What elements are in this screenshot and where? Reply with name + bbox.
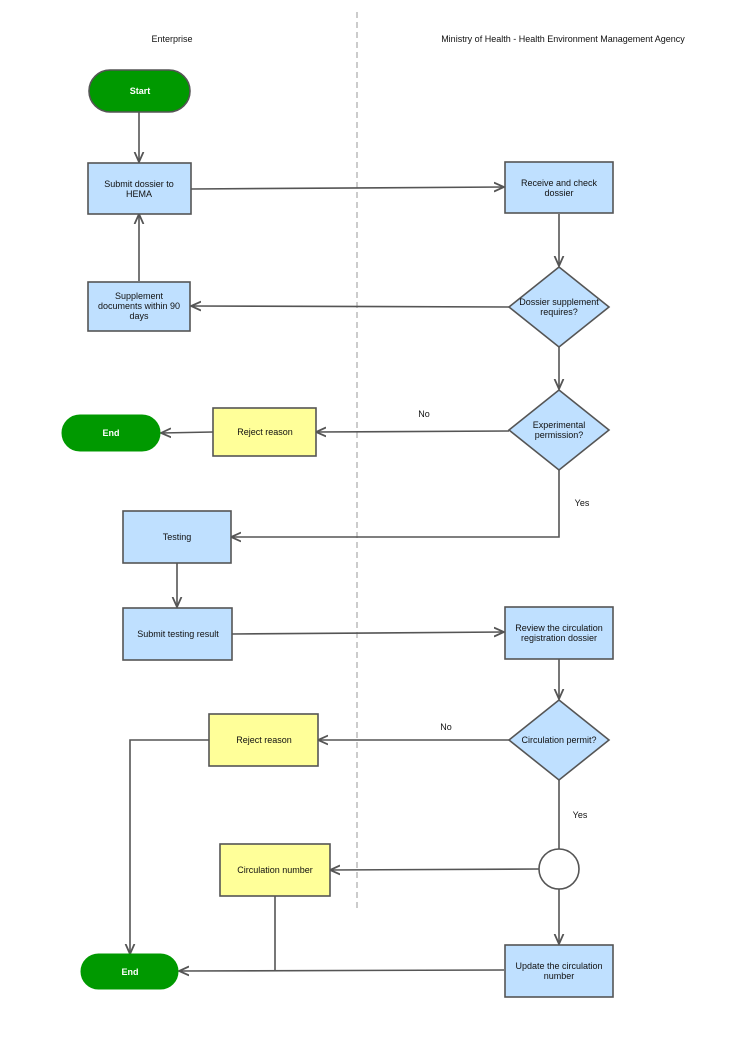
experimental-decision-label-line-2: permission? xyxy=(535,430,584,440)
supplement-decision-label-line-2: requires? xyxy=(540,307,578,317)
start-node: Start xyxy=(88,69,191,113)
end-node: End xyxy=(61,414,161,452)
testing-node: Testing xyxy=(122,510,232,564)
edge-reject-to-end-2 xyxy=(130,739,209,954)
edge-update-to-end-2 xyxy=(179,970,505,971)
end-node: End xyxy=(80,953,179,990)
edge-label-no: No xyxy=(418,409,430,419)
circulation-number-node: Circulation number xyxy=(219,843,331,897)
supplement-decision-label-line-1: Dossier supplement xyxy=(519,297,599,307)
reject-reason-label: Reject reason xyxy=(237,427,293,437)
edge-label-yes: Yes xyxy=(575,498,590,508)
review-dossier-node: Review the circulation registration doss… xyxy=(504,606,614,660)
submit-dossier-label-line-1: Submit dossier to xyxy=(104,179,174,189)
edge-junction-to-circulation-number xyxy=(330,869,540,870)
receive-check-node: Receive and check dossier xyxy=(504,161,614,214)
end-node-label: End xyxy=(122,967,139,977)
update-number-label-line-2: number xyxy=(544,971,575,981)
reject-reason-label: Reject reason xyxy=(236,735,292,745)
update-number-label-line-1: Update the circulation xyxy=(515,961,602,971)
circulation-decision-node: Circulation permit? xyxy=(507,698,611,782)
start-node-label: Start xyxy=(130,86,151,96)
receive-check-label-line-2: dossier xyxy=(544,188,573,198)
edge-supplement-decision-to-docs xyxy=(191,306,510,307)
lane-header-agency: Ministry of Health - Health Environment … xyxy=(441,34,685,44)
update-number-node: Update the circulation number xyxy=(504,944,614,998)
supplement-docs-label-line-3: days xyxy=(129,311,149,321)
reject-reason-node: Reject reason xyxy=(212,407,317,457)
supplement-decision-node: Dossier supplement requires? xyxy=(507,265,611,349)
edge-reject-to-end xyxy=(161,432,214,433)
edge-experimental-no-to-reject xyxy=(316,431,510,432)
supplement-docs-node: Supplement documents within 90 days xyxy=(87,281,191,332)
edge-submit-result-to-review xyxy=(231,632,504,634)
junction-node xyxy=(538,848,580,890)
experimental-decision-node: Experimental permission? xyxy=(507,388,611,472)
edge-label-no: No xyxy=(440,722,452,732)
edge-label-yes: Yes xyxy=(573,810,588,820)
testing-label: Testing xyxy=(163,532,192,542)
end-node-label: End xyxy=(103,428,120,438)
edge-submit-to-receive xyxy=(190,187,504,189)
reject-reason-node: Reject reason xyxy=(208,713,319,767)
submit-testing-label: Submit testing result xyxy=(137,629,219,639)
experimental-decision-label-line-1: Experimental xyxy=(533,420,586,430)
submit-dossier-label-line-2: HEMA xyxy=(126,189,152,199)
supplement-docs-label-line-1: Supplement xyxy=(115,291,164,301)
receive-check-label-line-1: Receive and check xyxy=(521,178,598,188)
circulation-number-label: Circulation number xyxy=(237,865,313,875)
circulation-decision-label: Circulation permit? xyxy=(521,735,596,745)
supplement-docs-label-line-2: documents within 90 xyxy=(98,301,180,311)
lane-header-enterprise: Enterprise xyxy=(151,34,192,44)
review-dossier-label-line-2: registration dossier xyxy=(521,633,597,643)
submit-dossier-node: Submit dossier to HEMA xyxy=(87,162,192,215)
review-dossier-label-line-1: Review the circulation xyxy=(515,623,603,633)
submit-testing-node: Submit testing result xyxy=(122,607,233,661)
edge-experimental-yes-to-testing xyxy=(231,470,560,537)
